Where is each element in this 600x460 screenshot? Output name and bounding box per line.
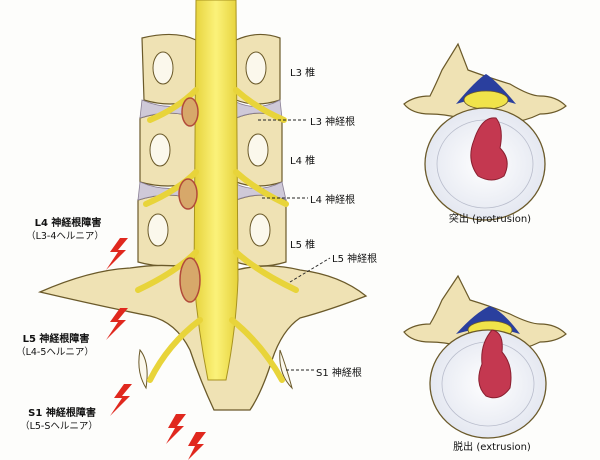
- caption-protrusion: 突出 (protrusion): [448, 214, 532, 225]
- disorder-l4-title: L4 神経根障害: [34, 218, 102, 229]
- sacral-foramina: [138, 348, 293, 390]
- disorder-s1-detail: （L5-Sヘルニア）: [20, 421, 98, 432]
- label-s1-nerve-root: S1 神経根: [316, 368, 362, 379]
- caption-extrusion: 脱出 (extrusion): [453, 442, 531, 453]
- label-l4-vertebra: L4 椎: [290, 156, 316, 167]
- disorder-s1-title: S1 神経根障害: [28, 408, 96, 419]
- label-l4-nerve-root: L4 神経根: [310, 195, 356, 206]
- vertebral-foramina: [147, 51, 271, 247]
- axial-view-extrusion: [403, 274, 567, 439]
- disorder-l5-detail: （L4-5ヘルニア）: [16, 347, 94, 358]
- label-l5-vertebra: L5 椎: [290, 240, 316, 251]
- disorder-l4-detail: （L3-4ヘルニア）: [26, 231, 104, 242]
- leader-lines: [258, 119, 331, 371]
- label-l3-nerve-root: L3 神経根: [310, 117, 356, 128]
- cauda-equina: [193, 0, 239, 381]
- disorder-l5-title: L5 神経根障害: [22, 334, 90, 345]
- nerve-roots-right: [229, 87, 299, 383]
- left-herniations: [178, 97, 201, 303]
- nerve-roots-left: [135, 87, 203, 383]
- lightning-bolt-icon: [106, 238, 206, 460]
- spine-posterior-view: [37, 0, 368, 411]
- axial-view-protrusion: [403, 42, 567, 221]
- label-l3-vertebra: L3 椎: [290, 68, 316, 79]
- label-l5-nerve-root: L5 神経根: [332, 254, 378, 265]
